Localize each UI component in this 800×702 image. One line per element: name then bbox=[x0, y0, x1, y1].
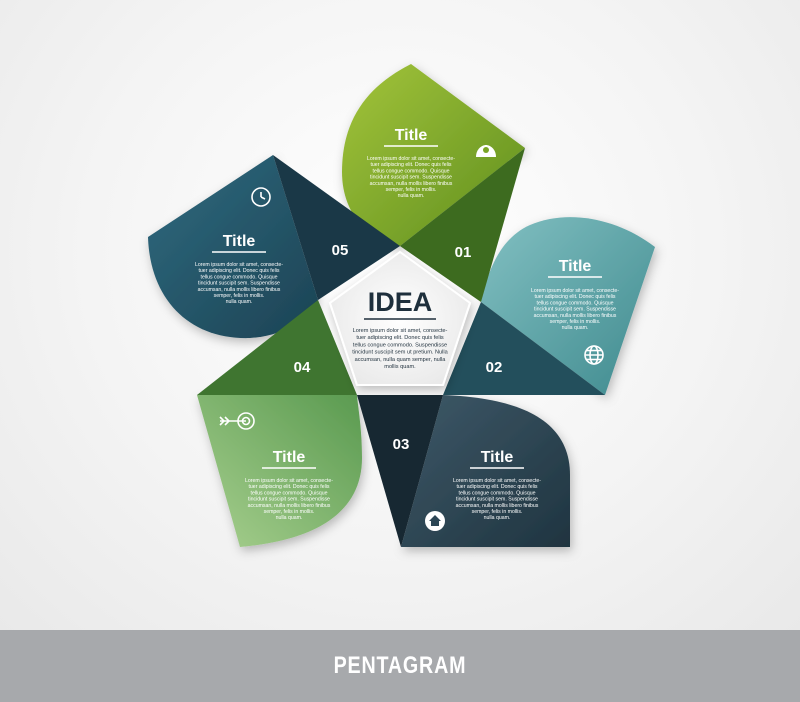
segment-body-line: tellus congue commodo. Quisque bbox=[459, 490, 536, 496]
center-title: IDEA bbox=[368, 287, 433, 317]
segment-body-line: tincidunt suscipit sem. Suspendisse bbox=[248, 497, 330, 503]
segment-body-line: semper, felis in mollis. bbox=[386, 187, 437, 193]
center-body-line: tincidunt suscipit sem ut pretium. Nulla bbox=[352, 350, 448, 356]
segment-body-line: Lorem ipsum dolor sit amet, consecte- bbox=[367, 156, 455, 162]
segment-body-line: nulla quam. bbox=[226, 299, 253, 305]
segment-body-line: accumsan, nulla mollis libero finibus bbox=[198, 287, 281, 293]
segment-body-line: Lorem ipsum dolor sit amet, consecte- bbox=[453, 478, 541, 484]
segment-body-line: nulla quam. bbox=[398, 193, 425, 199]
segment-04-petal bbox=[197, 395, 362, 547]
segment-body-line: tuer adipiscing elit. Donec quis felis bbox=[456, 484, 537, 490]
segment-body-line: semper, felis in mollis. bbox=[214, 293, 265, 299]
segment-body-line: nulla quam. bbox=[562, 325, 589, 331]
center-body: Lorem ipsum dolor sit amet, consecte-tue… bbox=[352, 328, 448, 370]
segment-05-petal bbox=[148, 155, 318, 339]
segment-title: Title bbox=[481, 449, 514, 466]
center-body-line: Lorem ipsum dolor sit amet, consecte- bbox=[353, 328, 448, 334]
segment-title: Title bbox=[395, 127, 428, 144]
center-body-line: mollis quam. bbox=[384, 364, 416, 370]
segment-body-line: tincidunt suscipit sem. Suspendisse bbox=[370, 175, 452, 181]
segment-body-line: tincidunt suscipit sem. Suspendisse bbox=[534, 307, 616, 313]
footer-bar: PENTAGRAM bbox=[0, 630, 800, 702]
segment-body-line: nulla quam. bbox=[484, 515, 511, 521]
segment-body-line: semper, felis in mollis. bbox=[472, 509, 523, 515]
segment-body-line: tellus congue commodo. Quisque bbox=[537, 300, 614, 306]
segment-body-line: tuer adipiscing elit. Donec quis felis bbox=[534, 294, 615, 300]
segment-body-line: accumsan, nulla mollis libero finibus bbox=[248, 503, 331, 509]
segment-number: 03 bbox=[393, 436, 410, 453]
person-icon bbox=[476, 145, 496, 157]
segment-title: Title bbox=[559, 258, 592, 275]
segment-body-line: accumsan, nulla mollis libero finibus bbox=[370, 181, 453, 187]
segment-body-line: semper, felis in mollis. bbox=[264, 509, 315, 515]
pentagram-diagram: 01 02 03 04 05 IDEA Lorem ipsum dolor sit am… bbox=[148, 64, 655, 547]
segment-number: 05 bbox=[332, 242, 349, 259]
segment-01-triangle bbox=[400, 148, 525, 302]
segment-02-petal bbox=[481, 217, 655, 395]
segment-01-petal bbox=[342, 64, 525, 246]
segment-04-triangle bbox=[197, 300, 357, 395]
segment-05-triangle bbox=[273, 155, 400, 300]
diagram-canvas: 01 02 03 04 05 IDEA Lorem ipsum dolor sit am… bbox=[0, 0, 800, 630]
segment-body-line: tuer adipiscing elit. Donec quis felis bbox=[248, 484, 329, 490]
segment-body-line: tellus congue commodo. Quisque bbox=[201, 274, 278, 280]
segment-number: 01 bbox=[455, 244, 472, 261]
segment-03-petal bbox=[401, 395, 570, 547]
segment-body-line: tincidunt suscipit sem. Suspendisse bbox=[456, 497, 538, 503]
segment-body-line: tuer adipiscing elit. Donec quis felis bbox=[370, 162, 451, 168]
segment-number: 02 bbox=[486, 359, 503, 376]
segment-body-line: Lorem ipsum dolor sit amet, consecte- bbox=[245, 478, 333, 484]
segment-body-line: tuer adipiscing elit. Donec quis felis bbox=[198, 268, 279, 274]
center-body-line: accumsan, nulla quam semper, nulla bbox=[355, 357, 447, 363]
center-body-line: tuer adipiscing elit. Donec quis felis bbox=[356, 335, 444, 341]
segment-body-line: tellus congue commodo. Quisque bbox=[251, 490, 328, 496]
segment-number: 04 bbox=[294, 359, 311, 376]
segment-body-line: accumsan, nulla mollis libero finibus bbox=[456, 503, 539, 509]
segment-body-line: tincidunt suscipit sem. Suspendisse bbox=[198, 281, 280, 287]
segment-title: Title bbox=[223, 233, 256, 250]
center-pentagon: IDEA Lorem ipsum dolor sit amet, consect… bbox=[328, 250, 472, 386]
clock-icon bbox=[251, 187, 271, 207]
center-body-line: tellus congue commodo. Suspendisse bbox=[353, 342, 447, 348]
target-icon bbox=[219, 412, 255, 430]
segment-body-line: Lorem ipsum dolor sit amet, consecte- bbox=[195, 262, 283, 268]
segment-body-line: nulla quam. bbox=[276, 515, 303, 521]
segment-body-line: semper, felis in mollis. bbox=[550, 319, 601, 325]
segment-body-line: tellus congue commodo. Quisque bbox=[373, 168, 450, 174]
segment-title: Title bbox=[273, 449, 306, 466]
segment-body-line: Lorem ipsum dolor sit amet, consecte- bbox=[531, 288, 619, 294]
segment-02-triangle bbox=[443, 302, 605, 395]
segment-03-triangle bbox=[357, 395, 443, 547]
segment-body-line: accumsan, nulla mollis libero finibus bbox=[534, 313, 617, 319]
globe-icon bbox=[584, 345, 604, 365]
home-icon bbox=[425, 511, 445, 531]
footer-label: PENTAGRAM bbox=[333, 652, 467, 679]
